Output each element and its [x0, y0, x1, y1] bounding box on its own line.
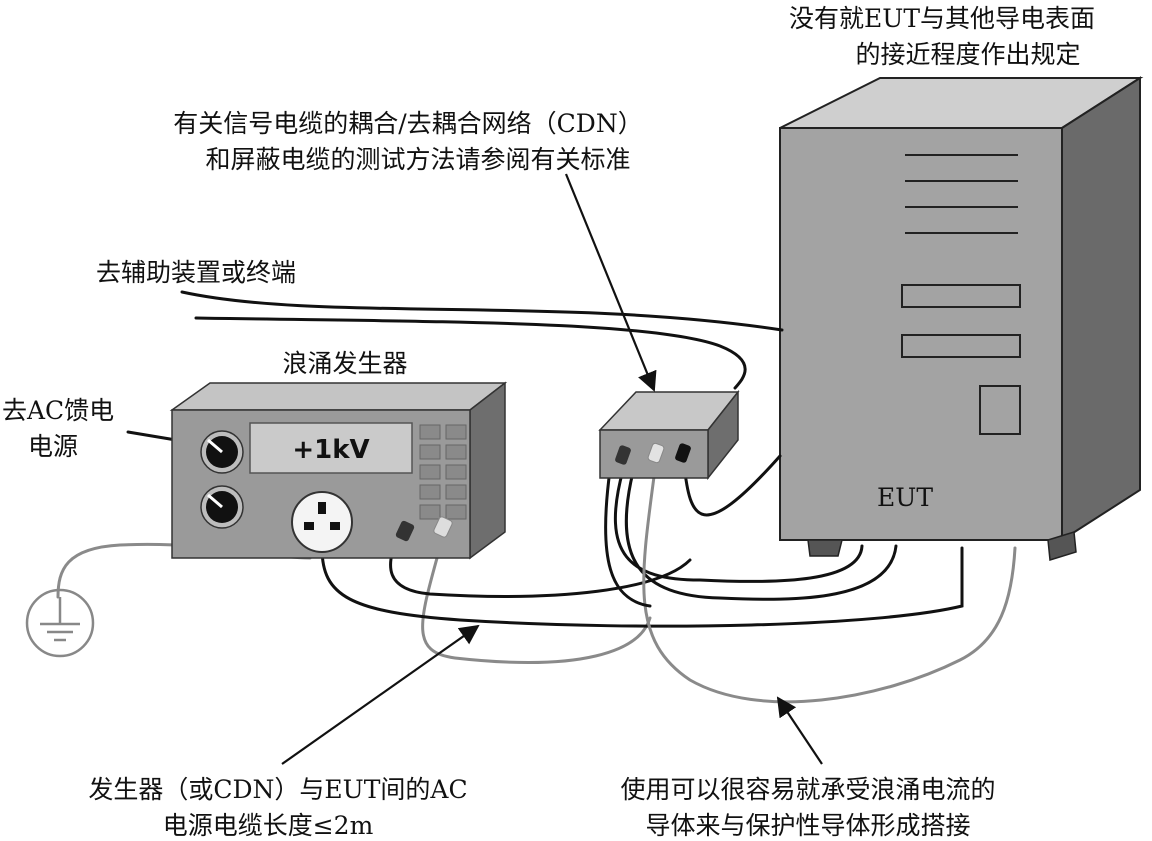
eut-vent-lines: [905, 154, 1018, 234]
cable-note-arrow: [281, 624, 480, 765]
cdn-note-line1: 有关信号电缆的耦合/去耦合网络（CDN）: [173, 109, 642, 138]
cdn-note-line2: 和屏蔽电缆的测试方法请参阅有关标准: [205, 145, 630, 174]
eut-foot-left: [807, 539, 843, 557]
eut-cabinet: EUT: [779, 76, 1144, 561]
rotary-knob-icon: [200, 430, 244, 474]
aux-note: 去辅助装置或终端: [96, 258, 296, 287]
cable-note-line1: 发生器（或CDN）与EUT间的AC: [88, 775, 467, 804]
ac-socket-icon: [291, 491, 353, 553]
generator-output-cable-1: [320, 546, 964, 628]
rotary-knob-icon: [200, 485, 244, 529]
eut-note-line1: 没有就EUT与其他导电表面: [789, 4, 1095, 33]
bond-note-line2: 导体来与保护性导体形成搭接: [645, 811, 970, 840]
ac-feed-line2: 电源: [28, 432, 78, 461]
surge-generator: +1kV: [169, 381, 508, 560]
ground-symbol-icon: [25, 588, 95, 658]
cdn-to-eut-cable-2: [624, 470, 898, 601]
cdn-to-eut-cable-3: [682, 454, 782, 517]
generator-title: 浪涌发生器: [282, 349, 407, 378]
cdn-box: [598, 389, 740, 481]
cable-note-line2: 电源电缆长度≤2m: [163, 811, 374, 840]
generator-display: [249, 422, 413, 474]
generator-display-value: +1kV: [292, 435, 369, 465]
eut-panel-square: [979, 385, 1021, 435]
ac-feed-cable: [126, 430, 178, 442]
bond-note-arrow: [776, 696, 823, 765]
generator-keypad: [419, 424, 467, 520]
cable-connector-icon: [615, 442, 691, 465]
cdn-note-arrow: [564, 173, 657, 392]
generator-output-cable-2: [389, 534, 692, 598]
cable-connector-icon: [395, 516, 453, 542]
eut-drive-slot-2: [901, 334, 1021, 358]
eut-drive-slot-1: [901, 284, 1021, 308]
aux-cable-1: [180, 290, 784, 332]
eut-label: EUT: [877, 483, 933, 512]
eut-note-line2: 的接近程度作出规定: [855, 40, 1080, 69]
bond-note-line1: 使用可以很容易就承受浪涌电流的: [620, 775, 995, 804]
generator-pe-wire: [421, 538, 652, 664]
cdn-to-eut-cable-1: [613, 468, 864, 583]
eut-foot-right: [1047, 531, 1077, 561]
aux-cable-2: [194, 316, 747, 390]
cdn-feed-cable: [604, 468, 652, 608]
ac-feed-line1: 去AC馈电: [2, 396, 114, 425]
